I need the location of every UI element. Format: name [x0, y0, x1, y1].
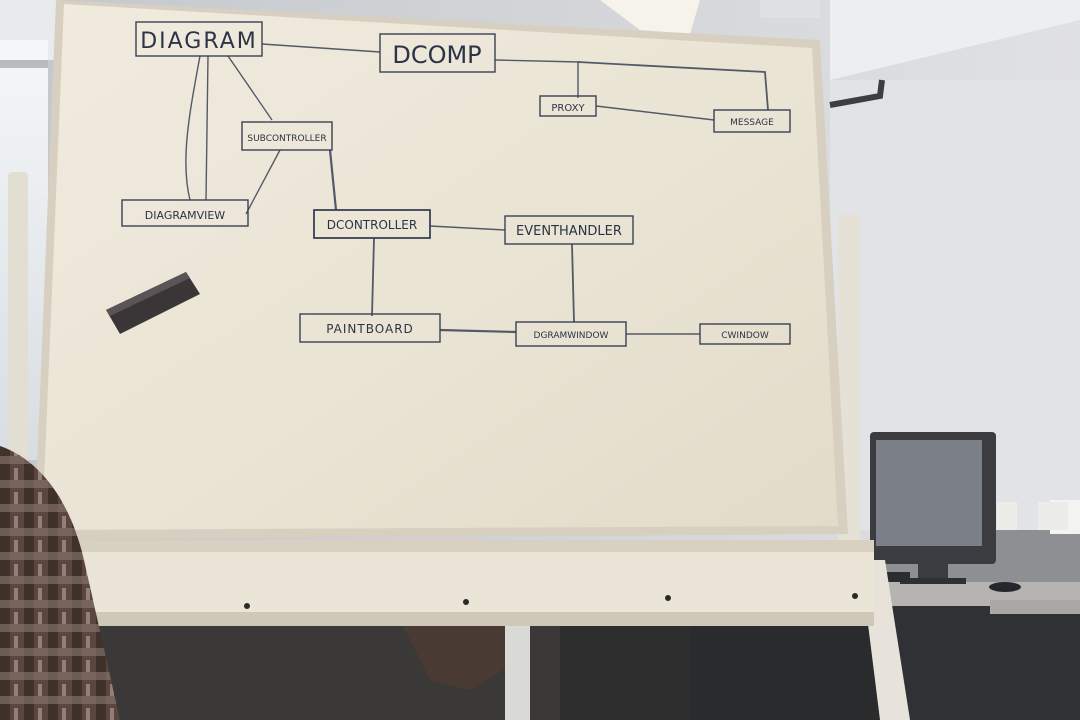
person-shoulder: [0, 446, 120, 720]
node-dgramwindow: DGRAMWINDOW: [534, 331, 609, 341]
box-dgramwindow: [515, 321, 627, 347]
box-diagramview: [121, 199, 249, 227]
node-diagram: DIAGRAM: [140, 29, 258, 54]
diagram-labels: DIAGRAM DCOMP PROXY MESSAGE SUBCONTROLLE…: [140, 29, 774, 341]
box-diagram: [135, 21, 263, 57]
node-dcomp: DCOMP: [392, 41, 481, 69]
box-proxy: [539, 95, 597, 117]
box-subcontroller: [241, 121, 333, 151]
node-dcontroller: DCONTROLLER: [327, 218, 417, 232]
box-dcontroller: [313, 209, 431, 239]
board-eraser: [106, 272, 200, 334]
monitor: [870, 432, 1021, 592]
node-message: MESSAGE: [730, 118, 774, 128]
box-dcomp: [379, 33, 496, 73]
diagram-connections: [185, 43, 769, 335]
node-paintboard: PAINTBOARD: [326, 322, 414, 336]
box-cwindow: [699, 323, 791, 345]
lower-room: [90, 610, 890, 720]
whiteboard-stand: [8, 172, 910, 720]
box-paintboard: [299, 313, 441, 343]
diagram-boxes: [121, 21, 791, 347]
box-eventhandler: [504, 215, 634, 245]
node-subcontroller: SUBCONTROLLER: [247, 134, 326, 144]
node-cwindow: CWINDOW: [721, 331, 769, 341]
whiteboard: [34, 0, 848, 540]
node-eventhandler: EVENTHANDLER: [516, 224, 622, 239]
node-diagramview: DIAGRAMVIEW: [145, 209, 226, 222]
box-message: [713, 109, 791, 133]
node-proxy: PROXY: [551, 103, 585, 114]
